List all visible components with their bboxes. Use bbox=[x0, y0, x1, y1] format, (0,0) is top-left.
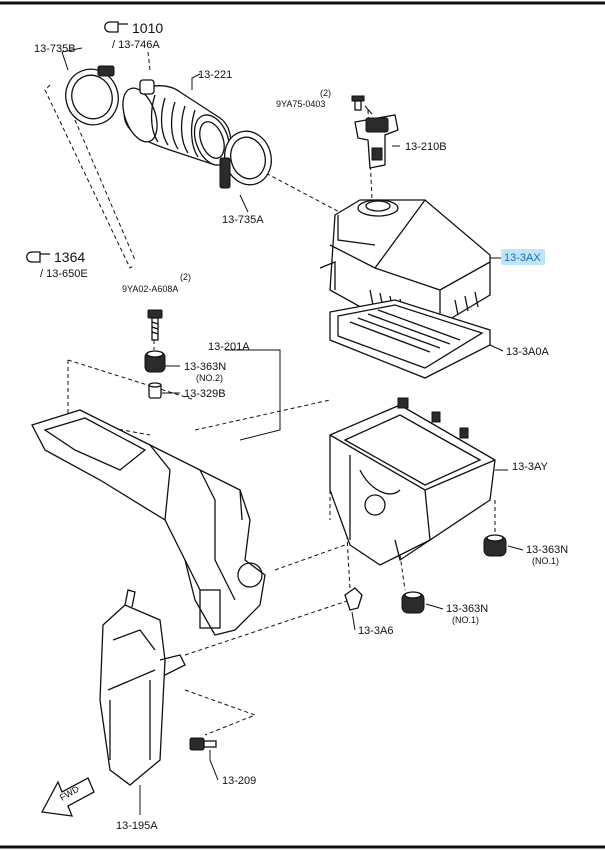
filter-pleats bbox=[349, 309, 461, 353]
label-no1-lower: (NO.1) bbox=[452, 615, 479, 625]
bolt-9ya02-a608a[interactable] bbox=[147, 309, 163, 341]
label-13-735b[interactable]: 13-735B bbox=[34, 43, 76, 55]
label-9ya02-a608a[interactable]: 9YA02-A608A bbox=[122, 284, 178, 294]
pointing-hand-icon bbox=[26, 251, 50, 263]
collar-13-329b[interactable] bbox=[148, 382, 162, 399]
label-qty-9ya75: (2) bbox=[320, 88, 331, 98]
label-13-363n-lower[interactable]: 13-363N bbox=[446, 603, 488, 615]
ref-marker-1010: 1010 / 13-746A bbox=[104, 20, 163, 51]
label-no2: (NO.2) bbox=[196, 373, 223, 383]
svg-text:1364: 1364 bbox=[54, 249, 85, 265]
label-13-3ay[interactable]: 13-3AY bbox=[512, 461, 549, 473]
clip-13-3a6[interactable] bbox=[344, 587, 363, 611]
label-13-329b[interactable]: 13-329B bbox=[184, 388, 226, 400]
air-cleaner-cover-13-3ax[interactable] bbox=[319, 199, 491, 326]
label-13-3a6[interactable]: 13-3A6 bbox=[358, 625, 393, 637]
label-13-3ax[interactable]: 13-3AX bbox=[504, 252, 541, 264]
label-13-201a[interactable]: 13-201A bbox=[208, 341, 250, 353]
clamp-13-735a[interactable] bbox=[219, 126, 277, 190]
label-13-735a[interactable]: 13-735A bbox=[222, 214, 264, 226]
label-13-3a0a[interactable]: 13-3A0A bbox=[506, 346, 549, 358]
svg-text:/ 13-650E: / 13-650E bbox=[40, 268, 88, 280]
label-9ya75-0403[interactable]: 9YA75-0403 bbox=[276, 99, 325, 109]
air-filter-13-3a0a[interactable] bbox=[329, 299, 491, 379]
grommet-13-363n-upper[interactable] bbox=[144, 350, 166, 373]
label-13-209[interactable]: 13-209 bbox=[222, 775, 256, 787]
clamp-13-735b[interactable] bbox=[58, 62, 126, 132]
screw-9ya75-0403[interactable] bbox=[351, 95, 365, 111]
grommet-13-363n-right[interactable] bbox=[483, 534, 507, 557]
bolt-13-209[interactable] bbox=[189, 737, 217, 751]
grommet-13-363n-lower[interactable] bbox=[401, 591, 425, 614]
label-13-210b[interactable]: 13-210B bbox=[405, 141, 447, 153]
lower-duct-13-195a[interactable] bbox=[99, 589, 186, 786]
ref-marker-1364: 1364 / 13-650E bbox=[26, 249, 88, 280]
part-labels: 13-735B 13-221 (2) 9YA75-0403 13-210B 13… bbox=[34, 43, 568, 832]
label-no1-right: (NO.1) bbox=[532, 556, 559, 566]
leader-lines bbox=[61, 47, 524, 815]
air-cleaner-case-13-3ay[interactable] bbox=[329, 397, 496, 566]
fwd-arrow-icon: FWD bbox=[40, 777, 95, 817]
airflow-sensor-13-210b[interactable] bbox=[354, 114, 399, 169]
pointing-hand-icon bbox=[104, 21, 128, 33]
svg-text:/ 13-746A: / 13-746A bbox=[112, 39, 160, 51]
label-13-363n-right[interactable]: 13-363N bbox=[526, 544, 568, 556]
highlight-13-3ax bbox=[501, 249, 545, 265]
label-13-195a[interactable]: 13-195A bbox=[116, 820, 158, 832]
intake-hose-13-221[interactable] bbox=[116, 79, 236, 170]
label-qty-9ya02: (2) bbox=[180, 272, 191, 282]
air-duct-13-201a[interactable] bbox=[31, 409, 266, 636]
label-13-221[interactable]: 13-221 bbox=[198, 69, 232, 81]
label-13-363n-upper[interactable]: 13-363N bbox=[184, 361, 226, 373]
svg-text:1010: 1010 bbox=[132, 20, 163, 36]
